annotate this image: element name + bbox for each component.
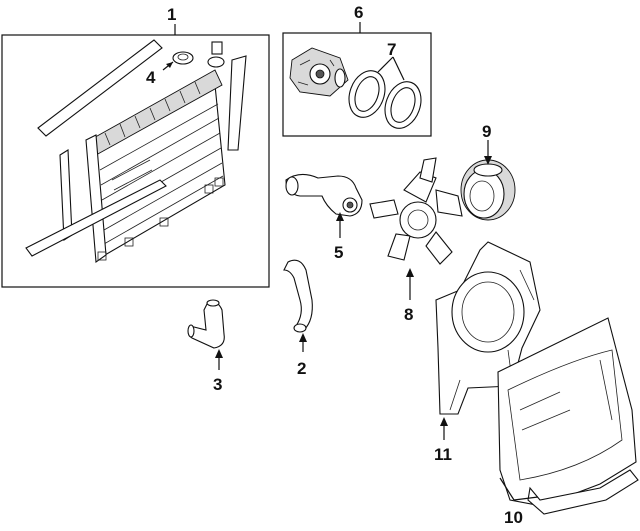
radiator-cap: [162, 51, 194, 71]
radiator-group-frame: [1, 34, 270, 288]
water-pump: [289, 47, 349, 97]
thermostat-housing-bolt: [346, 201, 354, 209]
callout-9: 9: [482, 122, 491, 141]
fan-clutch: [460, 140, 516, 221]
fan-blade-4: [387, 233, 411, 261]
fan-hub: [399, 201, 437, 239]
lower-seal-strip: [25, 179, 167, 257]
radiator: [85, 41, 226, 264]
callout-11: 11: [434, 445, 452, 464]
lower-shroud: [497, 317, 639, 515]
gasket-right-inner: [390, 87, 416, 123]
lower-shroud-lip: [527, 469, 639, 515]
lower-shroud-inner: [507, 349, 623, 481]
callout-11-arrowhead: [440, 417, 448, 426]
gasket-left-inner: [354, 76, 380, 112]
fan-shroud-ring: [461, 281, 515, 343]
radiator-top-tank-ribs: [104, 81, 201, 146]
radiator-fins: [99, 103, 224, 245]
radiator-group-box: [1, 24, 270, 288]
fan-blade-5: [369, 199, 399, 219]
callout-4-arrowhead: [166, 62, 173, 68]
callout-8-arrowhead: [406, 268, 414, 277]
lower-hose-body: [187, 301, 225, 349]
radiator-cap-top: [172, 51, 194, 65]
callout-8: 8: [404, 305, 413, 324]
lower-hose-upper-end: [206, 299, 220, 307]
water-pump-gaskets: [348, 56, 422, 129]
callout-9-arrowhead: [484, 156, 492, 165]
lower-shroud-body: [497, 317, 637, 507]
upper-radiator-hose: [283, 259, 313, 352]
radiator-filler-neck: [211, 41, 223, 55]
fan-hub-ring: [407, 209, 429, 231]
fan-clutch-inner: [469, 180, 495, 212]
fan-blade-3: [425, 231, 453, 265]
thermostat-housing-outlet: [285, 176, 299, 196]
thermostat-housing: [285, 173, 363, 238]
water-pump-group-box: [282, 22, 432, 137]
callout-5: 5: [334, 243, 343, 262]
fan-blade-2: [435, 189, 463, 217]
upper-seal-strip: [37, 39, 163, 137]
lower-radiator-hose: [187, 299, 225, 370]
callout-6: 6: [354, 3, 363, 22]
water-pump-group-frame: [282, 32, 432, 137]
callout-2-arrowhead: [299, 333, 307, 342]
callout-5-arrowhead: [336, 212, 344, 221]
callout-7-leader-left: [377, 56, 394, 73]
upper-hose-body: [283, 259, 313, 331]
fan-shroud-opening: [451, 271, 525, 353]
callout-7-leader-right: [392, 56, 405, 81]
cooling-fan: [369, 157, 463, 300]
callout-1: 1: [167, 5, 176, 24]
water-pump-ribs: [297, 59, 335, 86]
callout-3-arrowhead: [215, 349, 223, 358]
lower-hose-lower-end: [187, 324, 195, 338]
radiator-filler-neck-base: [207, 56, 225, 68]
callout-10: 10: [504, 508, 523, 527]
callout-4: 4: [146, 68, 156, 87]
upper-hose-end: [293, 323, 307, 333]
callout-10-leader-left: [499, 477, 515, 501]
radiator-seal-strips: [25, 39, 247, 257]
water-pump-shaft: [315, 69, 325, 79]
right-seal-strip: [227, 55, 247, 151]
callout-10-leader-right: [513, 496, 539, 501]
fan-clutch-top: [473, 163, 503, 177]
callout-7: 7: [387, 40, 396, 59]
radiator-bottom-brackets: [97, 177, 224, 261]
radiator-cap-center: [177, 53, 189, 61]
callout-2: 2: [297, 359, 306, 378]
lower-shroud-ribs: [519, 359, 613, 431]
callout-3: 3: [213, 375, 222, 394]
fan-blade-6: [419, 157, 437, 183]
water-pump-flange: [334, 68, 346, 88]
